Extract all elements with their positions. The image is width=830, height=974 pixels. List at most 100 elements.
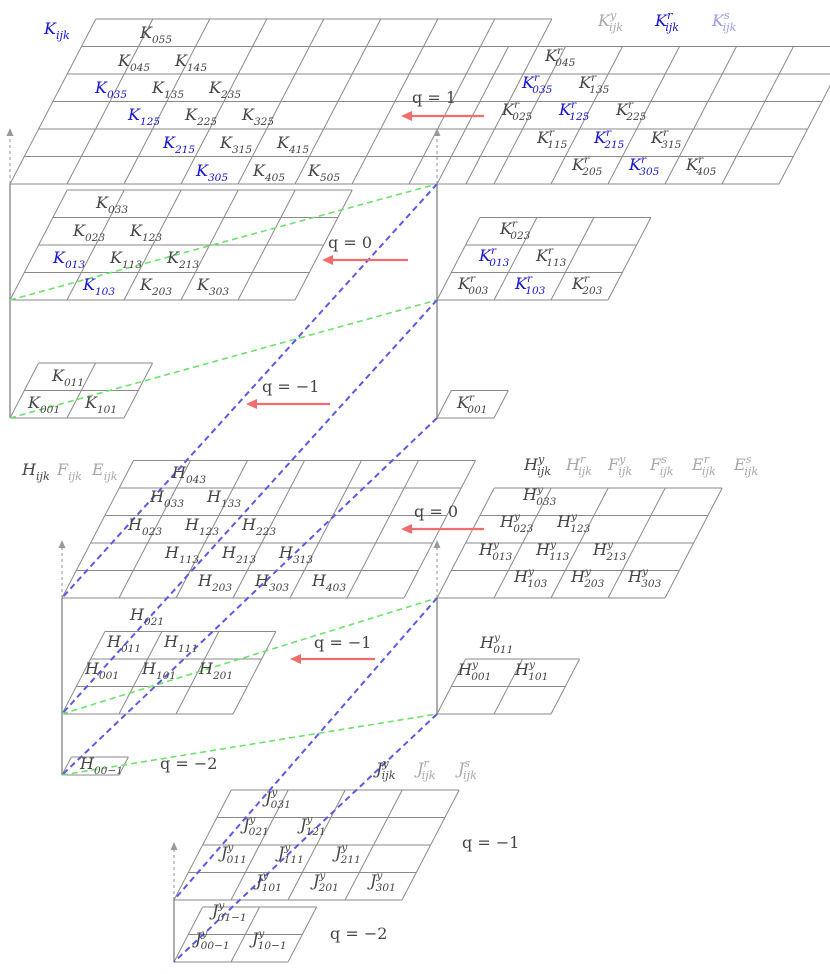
cell-label: H101 [141,659,176,682]
axis-arrow-icon [58,540,66,548]
cell-label: H021 [129,605,164,628]
grid-layer-12 [173,906,318,963]
cell-label: H313 [278,543,313,566]
cell-label: K505 [307,161,340,184]
q-label: q = −1 [262,377,319,396]
cell-label: K103 [82,275,115,298]
axis-arrow-icon [433,128,441,136]
cell-label: Eijk [91,460,118,483]
red-arrow-head-icon [401,524,412,534]
grid-layer-5 [436,390,509,419]
cell-label: H213 [221,543,256,566]
cell-label: K011 [51,366,84,389]
cell-label: K145 [174,51,207,74]
cell-label: H201 [198,659,233,682]
cell-label: K125 [127,105,160,128]
cell-label: K415 [276,133,309,156]
grid-layer-10 [436,658,581,715]
red-arrow-head-icon [401,111,412,121]
q-label: q = −2 [330,924,387,943]
grid-layer-3 [436,46,830,185]
cell-label: K055 [139,23,172,46]
blue-dashed-link [61,299,438,715]
q-label: q = −1 [314,633,371,652]
cell-label: H043 [171,463,206,486]
grid-layer-9 [436,487,723,599]
cell-label: H00−1 [79,754,123,777]
q-label: q = −1 [462,833,519,852]
vertical-axes [6,128,441,962]
red-arrows [246,111,484,664]
cell-label: K035 [94,78,127,101]
cell-label: Fijk [56,460,82,483]
cell-label: K303 [196,275,229,298]
cell-label: K315 [219,133,252,156]
cell-label: K325 [241,105,274,128]
axis-arrow-icon [6,128,14,136]
legend-top_left: Kijk [43,19,70,42]
red-arrow-head-icon [322,255,333,265]
cell-label: H001 [84,659,119,682]
blue-dashed-link [61,183,438,599]
cell-label: K045 [117,51,150,74]
red-arrow-head-icon [246,399,257,409]
blue-dashed-link [173,713,438,963]
red-arrow-head-icon [290,654,301,664]
cell-label: K235 [208,78,241,101]
cell-label: K213 [166,248,199,271]
blue-dashed-link [61,417,438,776]
cell-label: H133 [206,487,241,510]
cell-label: K225 [184,105,217,128]
green-dashed-link [9,183,438,301]
cell-label: K001 [27,393,60,416]
cell-label: H303 [254,571,289,594]
grid-layer-0 [9,18,553,185]
q-labels: q = 1q = 0q = −1q = 0q = −1q = −2q = −1q… [160,88,519,943]
